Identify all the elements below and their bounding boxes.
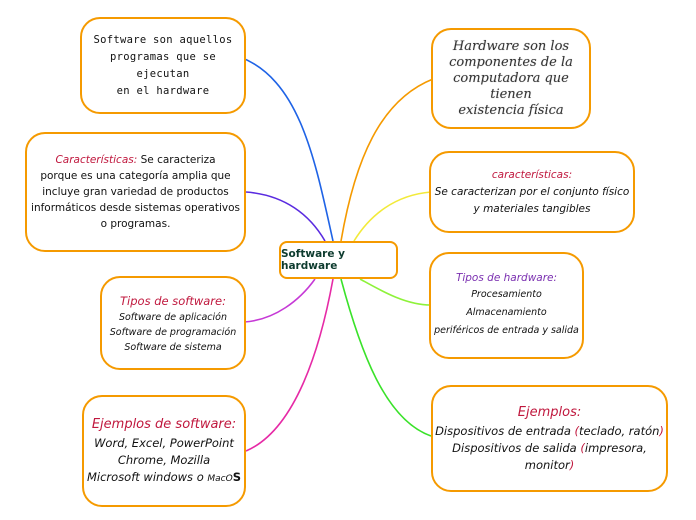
- hardware-definition-line-2: componentes de la: [449, 54, 573, 70]
- connector-hardware-characteristics: [353, 191, 432, 242]
- software-definition-line-2: programas que se ejecutan: [110, 50, 216, 80]
- hardware-types-item-2: Almacenamiento: [466, 307, 547, 318]
- software-examples-node[interactable]: Ejemplos de software: Word, Excel, Power…: [82, 395, 246, 507]
- software-examples-heading: Ejemplos de software:: [91, 416, 237, 432]
- hardware-definition-node[interactable]: Hardware son los componentes de la compu…: [431, 28, 591, 129]
- hardware-examples-line-1-inner: teclado, ratón: [579, 424, 660, 438]
- hardware-characteristics-line-2: y materiales tangibles: [473, 202, 591, 215]
- software-types-item-1: Software de aplicación: [118, 311, 228, 323]
- software-characteristics-first-line: Características: Se caracteriza: [55, 152, 215, 168]
- hardware-examples-line-2-open: (: [580, 441, 585, 455]
- connector-software-examples: [245, 278, 334, 452]
- software-types-item-3: Software de sistema: [124, 341, 222, 353]
- software-characteristics-line-3: incluye gran variedad de productos: [42, 186, 229, 198]
- hardware-examples-line-1: Dispositivos de entrada (teclado, ratón): [435, 423, 664, 440]
- software-examples-line-1: Word, Excel, PowerPoint: [94, 435, 234, 450]
- hardware-examples-line-3-close: ): [569, 458, 575, 472]
- hardware-characteristics-node[interactable]: características: Se caracterizan por el …: [429, 151, 635, 233]
- software-examples-line-2: Chrome, Mozilla: [117, 452, 211, 467]
- connector-software-characteristics: [245, 191, 326, 242]
- hardware-types-heading: Tipos de hardware:: [455, 272, 558, 284]
- software-examples-line-3-small: MacO: [207, 473, 233, 484]
- hardware-definition-line-1: Hardware son los: [452, 38, 570, 54]
- software-characteristics-line-5: o programas.: [100, 218, 171, 230]
- connector-software-types: [243, 278, 316, 323]
- central-topic-node[interactable]: Software y hardware: [279, 241, 398, 279]
- hardware-characteristics-heading: características:: [491, 168, 573, 181]
- connector-hardware-types: [359, 278, 432, 306]
- software-characteristics-first-line-rest: Se caracteriza: [137, 154, 216, 166]
- software-examples-line-3-start: Microsoft windows o: [86, 469, 208, 484]
- hardware-types-node[interactable]: Tipos de hardware: Procesamiento Almacen…: [429, 252, 584, 359]
- hardware-characteristics-line-1: Se caracterizan por el conjunto físico: [434, 185, 630, 198]
- connector-hardware-examples: [340, 278, 432, 437]
- hardware-examples-line-3: monitor): [525, 457, 575, 474]
- hardware-examples-line-2: Dispositivos de salida (impresora,: [452, 440, 647, 457]
- software-types-node[interactable]: Tipos de software: Software de aplicació…: [100, 276, 246, 370]
- hardware-examples-line-3-inner: monitor: [524, 458, 570, 472]
- hardware-examples-line-2-text: Dispositivos de salida: [452, 441, 581, 455]
- software-types-heading: Tipos de software:: [120, 293, 226, 308]
- software-examples-line-3-bold: S: [232, 469, 242, 484]
- hardware-examples-node[interactable]: Ejemplos: Dispositivos de entrada (tecla…: [431, 385, 668, 492]
- hardware-examples-line-2-inner: impresora,: [584, 441, 647, 455]
- hardware-examples-heading: Ejemplos:: [517, 405, 582, 420]
- software-definition-line-1: Software son aquellos: [93, 33, 233, 46]
- software-examples-line-3: Microsoft windows o MacOS: [87, 469, 241, 488]
- connector-hardware-definition: [340, 78, 434, 242]
- software-characteristics-node[interactable]: Características: Se caracteriza porque e…: [25, 132, 246, 252]
- software-characteristics-line-4: informáticos desde sistemas operativos: [31, 202, 240, 214]
- hardware-definition-line-3: computadora que tienen: [453, 70, 569, 102]
- software-characteristics-line-2: porque es una categoría amplia que: [40, 170, 231, 182]
- software-definition-node[interactable]: Software son aquellos programas que se e…: [80, 17, 246, 114]
- hardware-examples-line-1-open: (: [574, 424, 580, 438]
- connector-software-definition: [239, 56, 334, 242]
- hardware-definition-line-4: existencia física: [458, 102, 564, 118]
- hardware-types-item-3: periféricos de entrada y salida: [434, 325, 579, 336]
- software-types-item-2: Software de programación: [109, 326, 237, 338]
- central-topic-label: Software y hardware: [281, 248, 345, 272]
- software-definition-line-3: en el hardware: [116, 84, 210, 97]
- software-characteristics-heading: Características:: [55, 154, 138, 166]
- hardware-examples-line-1-close: ): [659, 424, 664, 438]
- hardware-examples-line-1-text: Dispositivos de entrada: [435, 424, 575, 438]
- hardware-types-item-1: Procesamiento: [471, 289, 542, 300]
